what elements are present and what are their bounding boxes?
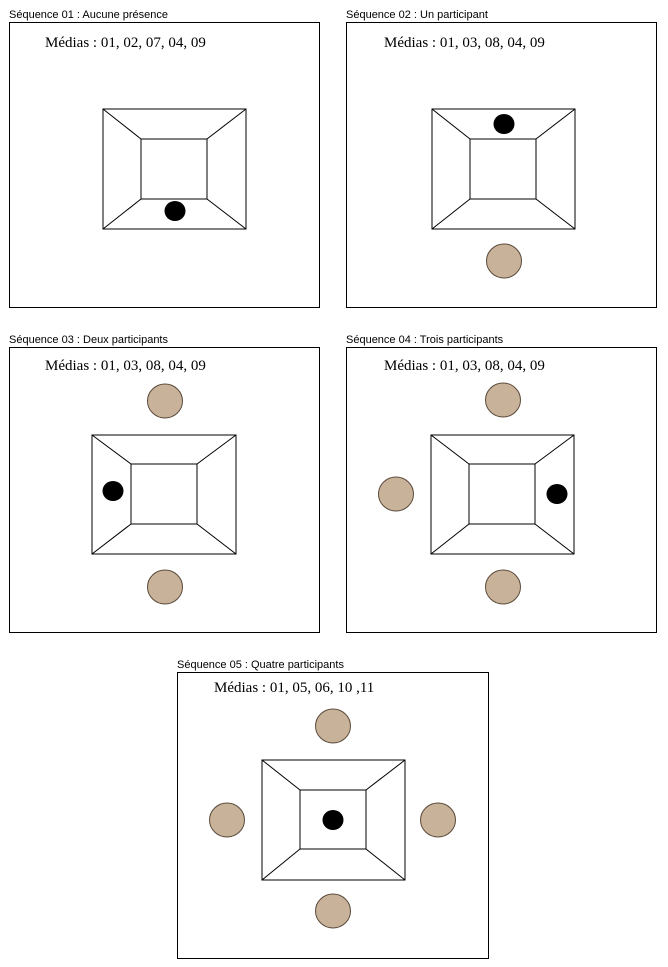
medias-list: Médias : 01, 03, 08, 04, 09 [45,358,206,374]
participant-bottom [486,243,522,279]
room-perspective-line [102,108,142,140]
room-outer-wall [91,434,237,555]
room-inner-screen [468,463,536,525]
room-perspective-line [534,434,575,465]
room-perspective-line [430,523,470,555]
sequence-title: Séquence 01 : Aucune présence [9,9,169,21]
position-marker [493,114,515,134]
room-perspective-line [431,108,471,140]
participant-left [209,802,245,838]
room-perspective-line [102,198,142,230]
medias-list: Médias : 01, 02, 07, 04, 09 [45,35,206,51]
room-inner-screen [140,138,208,200]
room-perspective-line [91,523,132,555]
position-marker [102,481,124,501]
medias-list: Médias : 01, 05, 06, 10 ,11 [214,680,375,696]
room-outer-wall [431,108,576,230]
room-perspective-line [365,848,406,881]
room-inner-screen [130,463,198,525]
room-outer-wall [261,759,406,881]
room-inner-screen [299,789,367,850]
participant-top [147,383,183,419]
room-perspective-line [91,434,132,465]
participant-top [485,382,521,418]
sequence-title: Séquence 03 : Deux participants [9,334,168,346]
participant-bottom [315,893,351,929]
room-perspective-line [261,848,301,881]
participant-bottom [485,569,521,605]
room-outer-wall [430,434,575,555]
sequence-title: Séquence 02 : Un participant [346,9,488,21]
room-perspective-line [365,759,406,791]
participant-bottom [147,569,183,605]
medias-list: Médias : 01, 03, 08, 04, 09 [384,35,545,51]
position-marker [546,484,568,504]
room-perspective-line [535,108,576,140]
sequence-title: Séquence 04 : Trois participants [346,334,504,346]
sequence-frame [9,22,320,308]
participant-right [420,802,456,838]
room-perspective-line [534,523,575,555]
medias-list: Médias : 01, 03, 08, 04, 09 [384,358,545,374]
room-perspective-line [430,434,470,465]
position-marker [322,810,344,830]
position-marker [164,201,186,221]
room-perspective-line [535,198,576,230]
room-perspective-line [196,523,237,555]
participant-left [378,476,414,512]
room-perspective-line [196,434,237,465]
room-perspective-line [261,759,301,791]
room-perspective-line [206,198,247,230]
sequence-title: Séquence 05 : Quatre participants [177,659,344,671]
participant-top [315,708,351,744]
room-perspective-line [431,198,471,230]
room-outer-wall [102,108,247,230]
room-perspective-line [206,108,247,140]
room-inner-screen [469,138,537,200]
